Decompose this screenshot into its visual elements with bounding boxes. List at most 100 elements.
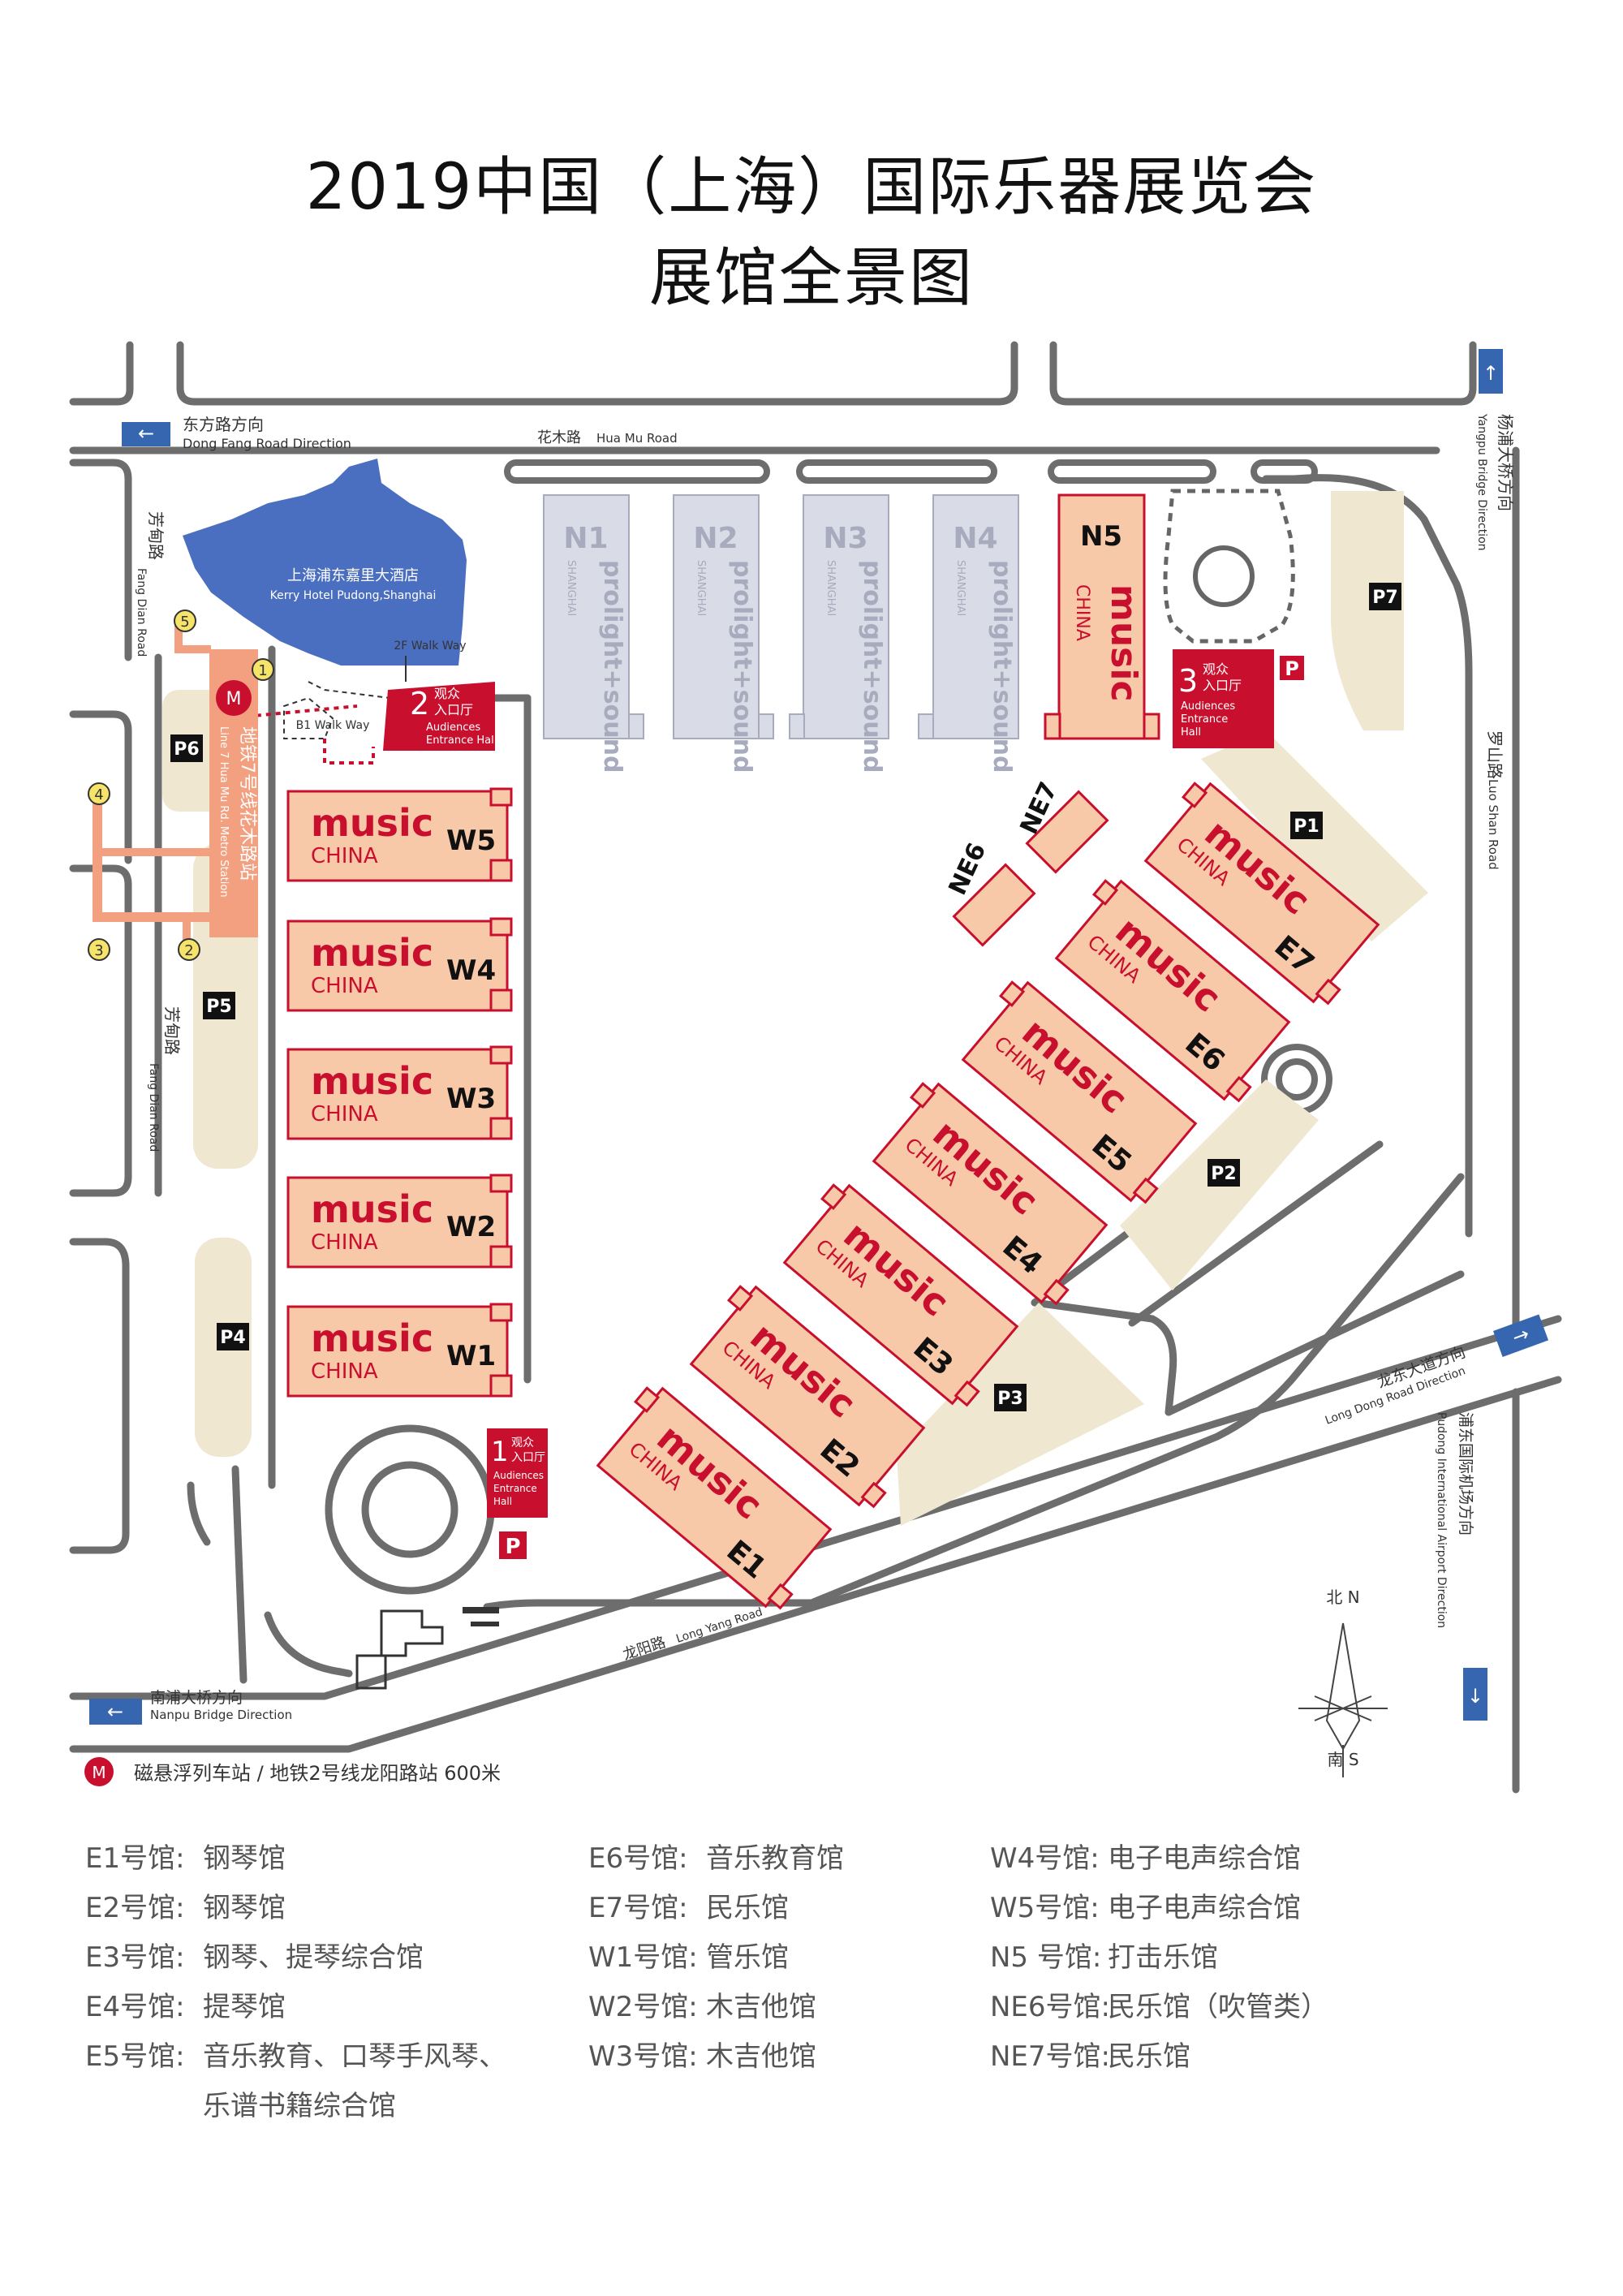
parking-lot-labels: P7 P1 P2 P3 P4 P5 P6: [170, 583, 1401, 1411]
entrance-2[interactable]: 2 观众 入口厅 Audiences Entrance Hall: [383, 682, 497, 751]
parking-label-p6: P6: [174, 739, 199, 760]
legend-hall-key: W2号馆:: [588, 1991, 698, 2023]
hall-w2-id: W2: [446, 1211, 496, 1243]
legend-row: E3号馆:钢琴、提琴综合馆: [85, 1935, 424, 1975]
hall-ne6[interactable]: NE6: [944, 838, 1036, 947]
legend-hall-value: 音乐教育、口琴手风琴、: [203, 2040, 506, 2073]
parking-sign-entrance-3: P: [1280, 656, 1304, 680]
parking-label-p5: P5: [206, 997, 231, 1017]
legend-hall-value: 木吉他馆: [706, 2040, 816, 2073]
legend-hall-value: 乐谱书籍综合馆: [203, 2090, 396, 2122]
entrance-1-zh2: 入口厅: [511, 1451, 545, 1464]
hall-n1[interactable]: N1 prolight+sound SHANGHAI: [543, 494, 644, 773]
hall-w5-brand: music: [311, 801, 433, 845]
legend-hall-value: 管乐馆: [706, 1941, 789, 1974]
hall-w1-brand: music: [311, 1316, 433, 1360]
entrance-3[interactable]: 3 观众 入口厅 Audiences Entrance Hall: [1173, 649, 1274, 748]
entrance-1[interactable]: 1 观众 入口厅 Audiences Entrance Hall: [487, 1428, 548, 1518]
hall-w1-sub: CHINA: [311, 1359, 378, 1384]
hall-w2-sub: CHINA: [311, 1230, 378, 1255]
road-fangdian-top-en: Fang Dian Road: [135, 568, 148, 657]
entrance-2-en2: Entrance Hall: [426, 734, 497, 747]
hall-n1-brand: prolight+sound: [598, 560, 626, 773]
metro-station-en: Line 7 Hua Mu Rd. Metro Station: [217, 726, 230, 898]
hall-ne7[interactable]: NE7: [1015, 778, 1109, 874]
metro-exit-3: 3: [94, 942, 103, 959]
road-yangpu-en: Yangpu Bridge Direction: [1475, 413, 1488, 551]
legend-hall-key: E6号馆:: [588, 1842, 688, 1875]
legend-row: W3号馆:木吉他馆: [588, 2034, 816, 2074]
hall-w5-sub: CHINA: [311, 844, 378, 868]
parking-label-p1: P1: [1294, 816, 1319, 837]
legend-hall-key: W1号馆:: [588, 1941, 698, 1974]
legend-hall-value: 木吉他馆: [706, 1991, 816, 2023]
hall-n2-id: N2: [693, 522, 738, 555]
hall-n4-sub: SHANGHAI: [954, 560, 966, 616]
arrow-left-icon-bottom: ←: [107, 1700, 123, 1723]
hall-n5-id: N5: [1080, 520, 1122, 553]
road-fangdian-mid-en: Fang Dian Road: [147, 1063, 160, 1152]
legend-row: E4号馆:提琴馆: [85, 1984, 286, 2024]
compass: 北 N 南 S: [1298, 1587, 1388, 1777]
legend-hall-value: 钢琴馆: [203, 1892, 286, 1924]
legend-hall-value: 钢琴馆: [203, 1842, 286, 1875]
entrance-3-en3: Hall: [1181, 726, 1201, 739]
entrance-3-en1: Audiences: [1181, 700, 1235, 713]
hall-n4-brand: prolight+sound: [988, 560, 1016, 773]
entrance-3-en2: Entrance: [1181, 713, 1228, 726]
metro-station-zh: 地铁7号线花木路站: [237, 726, 257, 881]
hall-w4-brand: music: [311, 931, 433, 975]
metro-exit-2: 2: [184, 942, 193, 959]
legend-hall-value: 民乐馆: [706, 1892, 789, 1924]
metro-icon: M: [226, 689, 242, 709]
hall-n3[interactable]: N3 prolight+sound SHANGHAI: [789, 494, 889, 773]
north-gray-halls: N1 prolight+sound SHANGHAI N2 prolight+s…: [543, 494, 1019, 773]
hall-n2[interactable]: N2 prolight+sound SHANGHAI: [673, 494, 774, 773]
legend-hall-value: 打击乐馆: [1108, 1941, 1218, 1974]
road-huamu-zh: 花木路: [537, 429, 581, 446]
road-airport-en: Pudong International Airport Direction: [1435, 1412, 1448, 1628]
hall-n5[interactable]: N5 music CHINA: [1044, 493, 1160, 740]
hall-n2-sub: SHANGHAI: [695, 560, 707, 616]
hall-w3-id: W3: [446, 1083, 496, 1115]
venue-map: P7 P1 P2 P3 P4 P5 P6 上海浦东嘉里大酒店 Kerry Hot…: [69, 341, 1562, 1794]
metro-icon-bottom: M: [92, 1763, 105, 1782]
hall-n4-id: N4: [953, 522, 997, 555]
hall-n2-brand: prolight+sound: [728, 560, 756, 773]
parking-label-p3: P3: [997, 1389, 1022, 1409]
arrow-left-icon: ←: [138, 422, 154, 445]
legend-hall-key: E5号馆:: [85, 2040, 185, 2073]
arrow-down-icon: ↓: [1467, 1685, 1483, 1708]
legend-hall-value: 电子电声综合馆: [1108, 1842, 1301, 1875]
entrance-3-zh1: 观众: [1203, 661, 1229, 677]
entrance-2-en1: Audiences: [426, 722, 480, 734]
legend-hall-value: 提琴馆: [203, 1991, 286, 2023]
road-yangpu-zh: 杨浦大桥方向: [1496, 414, 1515, 511]
bottom-note-text: 磁悬浮列车站 / 地铁2号线龙阳路站 600米: [134, 1762, 501, 1785]
legend-hall-key: W3号馆:: [588, 2040, 698, 2073]
entrance-1-en1: Audiences: [493, 1470, 544, 1481]
legend-row: E1号馆: 钢琴馆: [85, 1836, 286, 1876]
legend-hall-key: E1号馆:: [85, 1842, 185, 1875]
walkway-2f-label: 2F Walk Way: [394, 640, 466, 653]
hall-n4[interactable]: N4 prolight+sound SHANGHAI: [918, 494, 1019, 773]
parking-sign-entrance-1: P: [499, 1531, 527, 1559]
hall-w1-id: W1: [446, 1340, 496, 1372]
entrance-1-en3: Hall: [493, 1496, 512, 1507]
legend-hall-value: 音乐教育馆: [706, 1842, 844, 1875]
legend-hall-key: NE6号馆:: [990, 1991, 1111, 2023]
entrance-3-number: 3: [1178, 663, 1198, 699]
legend-row: W4号馆:电子电声综合馆: [990, 1836, 1301, 1876]
road-luoshan-zh: 罗山路: [1485, 730, 1505, 779]
hotel-name-zh: 上海浦东嘉里大酒店: [287, 567, 419, 584]
